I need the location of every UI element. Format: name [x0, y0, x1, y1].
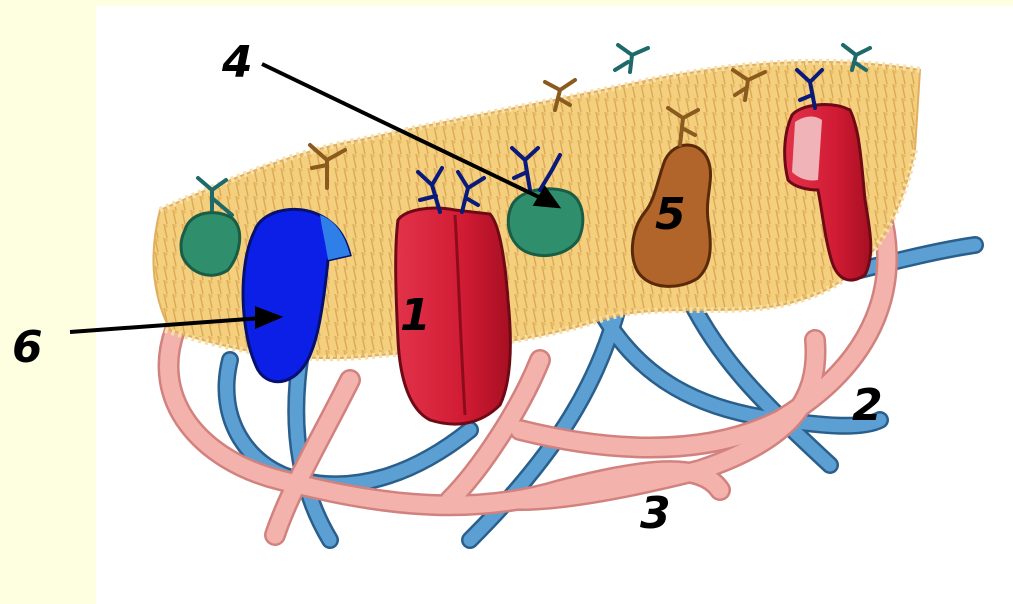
label-4: 4 [221, 37, 253, 88]
label-6: 6 [12, 322, 43, 373]
label-1: 1 [400, 290, 431, 341]
label-5: 5 [655, 189, 686, 240]
green-glycoprotein-left [181, 213, 240, 276]
label-2: 2 [852, 380, 883, 431]
label-3: 3 [640, 488, 671, 539]
